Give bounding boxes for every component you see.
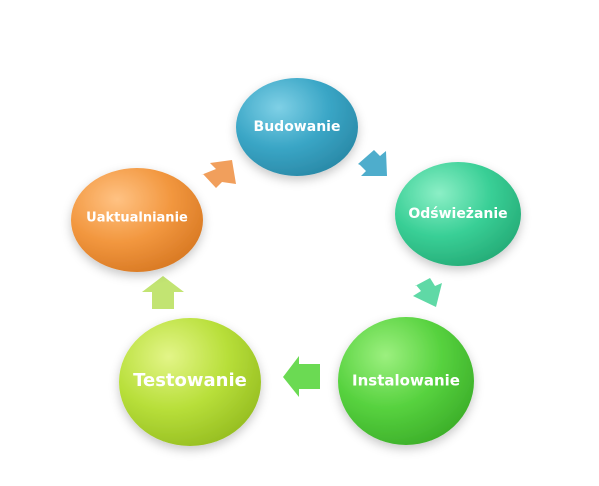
arrow-budowanie-to-odswiezanie: [358, 150, 387, 176]
node-budowanie: [236, 78, 358, 176]
node-odswiezanie: [395, 162, 521, 266]
node-instalowanie: [338, 317, 474, 445]
node-uaktualnianie: [71, 168, 203, 272]
node-testowanie: [119, 318, 261, 446]
node-circle: [395, 162, 521, 266]
arrow-testowanie-to-uaktualnianie: [142, 276, 184, 309]
node-circle: [338, 317, 474, 445]
node-circle: [71, 168, 203, 272]
arrow-instalowanie-to-testowanie: [283, 356, 320, 397]
node-label-instalowanie: Instalowanie: [352, 372, 460, 390]
node-label-testowanie: Testowanie: [133, 370, 247, 391]
node-label-uaktualnianie: Uaktualnianie: [86, 211, 188, 226]
node-label-odswiezanie: Odświeżanie: [408, 206, 507, 222]
arrow-uaktualnianie-to-budowanie: [201, 160, 236, 188]
arrows-layer: [142, 150, 442, 397]
node-label-budowanie: Budowanie: [254, 119, 341, 135]
node-circle: [119, 318, 261, 446]
node-circle: [236, 78, 358, 176]
arrow-odswiezanie-to-instalowanie: [413, 278, 442, 307]
